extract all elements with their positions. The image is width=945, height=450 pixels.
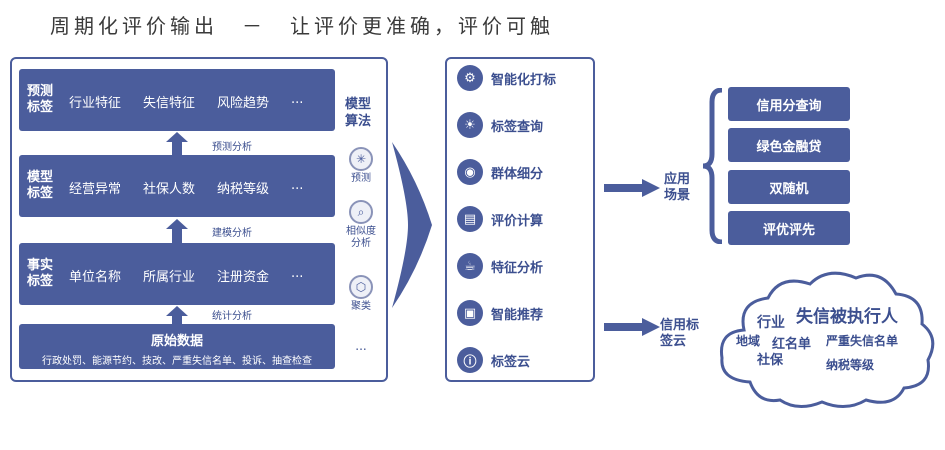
- layer-model: 模型标签 经营异常 社保人数 纳税等级 ...: [19, 155, 335, 217]
- func-label: 智能推荐: [491, 307, 544, 323]
- arrow-right-icon: [604, 318, 660, 336]
- cloud-icon: [719, 271, 935, 408]
- brace-icon: [702, 88, 723, 244]
- cloud-word: 纳税等级: [826, 358, 875, 372]
- arrow-stem: [172, 142, 182, 155]
- func-label: 评价计算: [491, 213, 544, 229]
- func-tag-cloud: ⓘ 标签云: [457, 347, 530, 373]
- step-label: 统计分析: [212, 311, 252, 322]
- func-label: 智能化打标: [491, 72, 557, 88]
- layer-item: ...: [291, 92, 304, 107]
- algo-more: ...: [355, 339, 367, 353]
- func-feature-analysis: ☕ 特征分析: [457, 253, 543, 279]
- layer-item: 行业特征: [69, 96, 122, 111]
- flow-chevron-icon: [392, 142, 432, 308]
- algo-label: 相似度分析: [346, 226, 376, 249]
- func-smart-tagging: ⚙ 智能化打标: [457, 65, 556, 91]
- cloud-word: 行业: [757, 315, 785, 331]
- cloud-word: 社保: [757, 353, 784, 368]
- magnifier-icon: ⌕: [349, 200, 373, 224]
- layer-item: ...: [291, 266, 304, 281]
- cloud-label: 信用标签云: [660, 318, 700, 349]
- arrow-up-icon: [166, 132, 188, 142]
- model-title: 模型算法: [345, 97, 372, 129]
- raw-subtitle: 行政处罚、能源节约、技改、严重失信名单、投诉、抽查检查: [42, 356, 312, 367]
- arrow-up-icon: [166, 306, 188, 316]
- scene-double-random[interactable]: 双随机: [728, 170, 850, 204]
- func-label: 标签云: [491, 354, 531, 370]
- cloud-word: 失信被执行人: [796, 307, 898, 327]
- location-icon: ◉: [457, 159, 483, 185]
- layer-fact: 事实标签 单位名称 所属行业 注册资金 ...: [19, 243, 335, 305]
- layer-item: 所属行业: [143, 270, 196, 285]
- func-label: 标签查询: [491, 119, 544, 135]
- func-segmentation: ◉ 群体细分: [457, 159, 543, 185]
- func-evaluation: ▤ 评价计算: [457, 206, 543, 232]
- func-recommend: ▣ 智能推荐: [457, 300, 543, 326]
- algo-cluster: ⬡ 聚类: [343, 275, 379, 313]
- layer-item: ...: [291, 178, 304, 193]
- layer-tag: 预测标签: [27, 84, 54, 115]
- cloud-word: 严重失信名单: [826, 334, 899, 348]
- cluster-icon: ⬡: [349, 275, 373, 299]
- briefcase-icon: ▣: [457, 300, 483, 326]
- raw-title: 原始数据: [150, 334, 203, 349]
- layer-item: 社保人数: [143, 182, 196, 197]
- cloud-word: 地域: [736, 334, 761, 348]
- info-icon: ⓘ: [457, 347, 483, 373]
- bulb-icon: ☀: [457, 112, 483, 138]
- func-label: 群体细分: [491, 166, 544, 182]
- arrow-stem: [172, 229, 182, 243]
- layer-item: 风险趋势: [217, 96, 270, 111]
- tag-icon: ⚙: [457, 65, 483, 91]
- layer-item: 注册资金: [217, 270, 270, 285]
- func-tag-query: ☀ 标签查询: [457, 112, 543, 138]
- scene-credit-query[interactable]: 信用分查询: [728, 87, 850, 121]
- layer-tag: 模型标签: [27, 170, 54, 201]
- algo-label: 聚类: [351, 301, 371, 312]
- arrow-up-icon: [166, 219, 188, 229]
- arrow-right-icon: [604, 179, 660, 197]
- cup-icon: ☕: [457, 253, 483, 279]
- layer-item: 失信特征: [143, 96, 196, 111]
- layer-item: 经营异常: [69, 182, 122, 197]
- scene-label: 应用场景: [664, 172, 691, 203]
- scene-excellence[interactable]: 评优评先: [728, 211, 850, 245]
- func-label: 特征分析: [491, 260, 544, 276]
- scene-green-loan[interactable]: 绿色金融贷: [728, 128, 850, 162]
- step-label: 建模分析: [212, 228, 252, 239]
- layer-item: 单位名称: [69, 270, 122, 285]
- algo-similarity: ⌕ 相似度分析: [341, 200, 381, 250]
- algo-label: 预测: [351, 173, 371, 184]
- algo-predict: ✳ 预测: [343, 147, 379, 185]
- layer-raw: 原始数据 行政处罚、能源节约、技改、严重失信名单、投诉、抽查检查: [19, 324, 335, 369]
- cloud-word: 红名单: [772, 337, 812, 352]
- page-title: 周期化评价输出 － 让评价更准确，评价可触: [50, 14, 554, 38]
- network-icon: ✳: [349, 147, 373, 171]
- layer-tag: 事实标签: [27, 258, 54, 289]
- layer-item: 纳税等级: [217, 182, 270, 197]
- monitor-icon: ▤: [457, 206, 483, 232]
- layer-predict: 预测标签 行业特征 失信特征 风险趋势 ...: [19, 69, 335, 131]
- arrow-stem: [172, 316, 182, 324]
- step-label: 预测分析: [212, 142, 252, 153]
